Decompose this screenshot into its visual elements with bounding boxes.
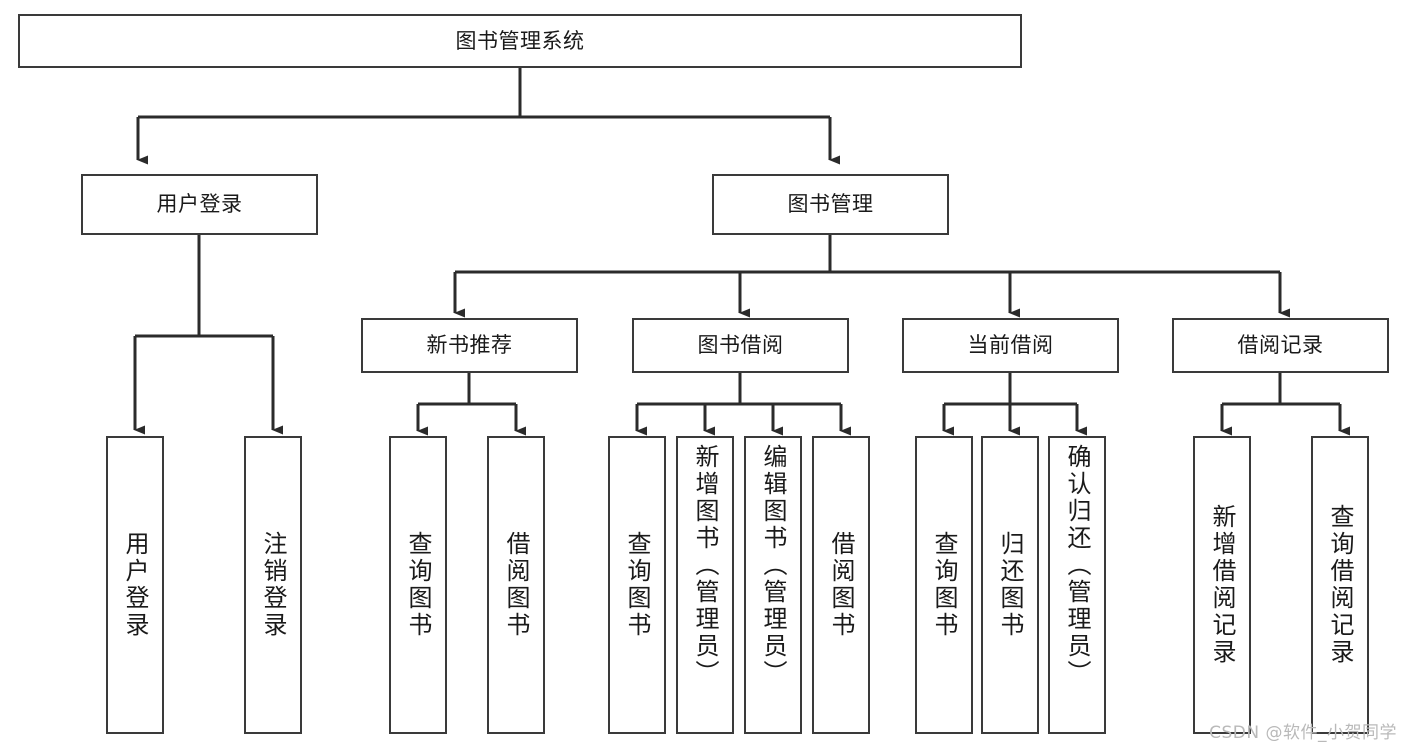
leaf-user-login[interactable]: 用户登录: [106, 436, 164, 734]
node-label: 图书管理: [787, 192, 874, 217]
node-label: 查询图书: [623, 531, 651, 639]
leaf-query-book-borrow[interactable]: 查询图书: [608, 436, 666, 734]
node-label: 确认归还（管理员）: [1063, 444, 1091, 687]
node-label: 借阅图书: [502, 531, 530, 639]
node-label: 查询图书: [930, 531, 958, 639]
node-label: 新增图书（管理员）: [691, 444, 719, 687]
leaf-logout[interactable]: 注销登录: [244, 436, 302, 734]
node-label: 用户登录: [121, 531, 149, 639]
leaf-borrow-book-recommend[interactable]: 借阅图书: [487, 436, 545, 734]
node-new-book-recommend[interactable]: 新书推荐: [361, 318, 578, 373]
node-book-borrow[interactable]: 图书借阅: [632, 318, 849, 373]
node-label: 借阅图书: [827, 531, 855, 639]
leaf-query-book-current[interactable]: 查询图书: [915, 436, 973, 734]
node-label: 查询图书: [404, 531, 432, 639]
node-borrow-record[interactable]: 借阅记录: [1172, 318, 1389, 373]
leaf-query-borrow-record[interactable]: 查询借阅记录: [1311, 436, 1369, 734]
node-root[interactable]: 图书管理系统: [18, 14, 1022, 68]
leaf-add-borrow-record[interactable]: 新增借阅记录: [1193, 436, 1251, 734]
leaf-edit-book-admin[interactable]: 编辑图书（管理员）: [744, 436, 802, 734]
node-label: 用户登录: [156, 192, 243, 217]
leaf-confirm-return-admin[interactable]: 确认归还（管理员）: [1048, 436, 1106, 734]
node-label: 新增借阅记录: [1208, 504, 1236, 666]
leaf-borrow-book[interactable]: 借阅图书: [812, 436, 870, 734]
node-user-login[interactable]: 用户登录: [81, 174, 318, 235]
leaf-query-book-recommend[interactable]: 查询图书: [389, 436, 447, 734]
node-label: 图书借阅: [697, 333, 784, 358]
leaf-return-book[interactable]: 归还图书: [981, 436, 1039, 734]
leaf-add-book-admin[interactable]: 新增图书（管理员）: [676, 436, 734, 734]
node-label: 图书管理系统: [455, 28, 585, 53]
node-book-management[interactable]: 图书管理: [712, 174, 949, 235]
node-label: 新书推荐: [426, 333, 513, 358]
watermark: CSDN @软件_小贺同学: [1209, 723, 1397, 743]
node-label: 归还图书: [996, 531, 1024, 639]
node-current-borrow[interactable]: 当前借阅: [902, 318, 1119, 373]
node-label: 编辑图书（管理员）: [759, 444, 787, 687]
node-label: 借阅记录: [1237, 333, 1324, 358]
node-label: 查询借阅记录: [1326, 504, 1354, 666]
node-label: 当前借阅: [967, 333, 1054, 358]
node-label: 注销登录: [259, 531, 287, 639]
